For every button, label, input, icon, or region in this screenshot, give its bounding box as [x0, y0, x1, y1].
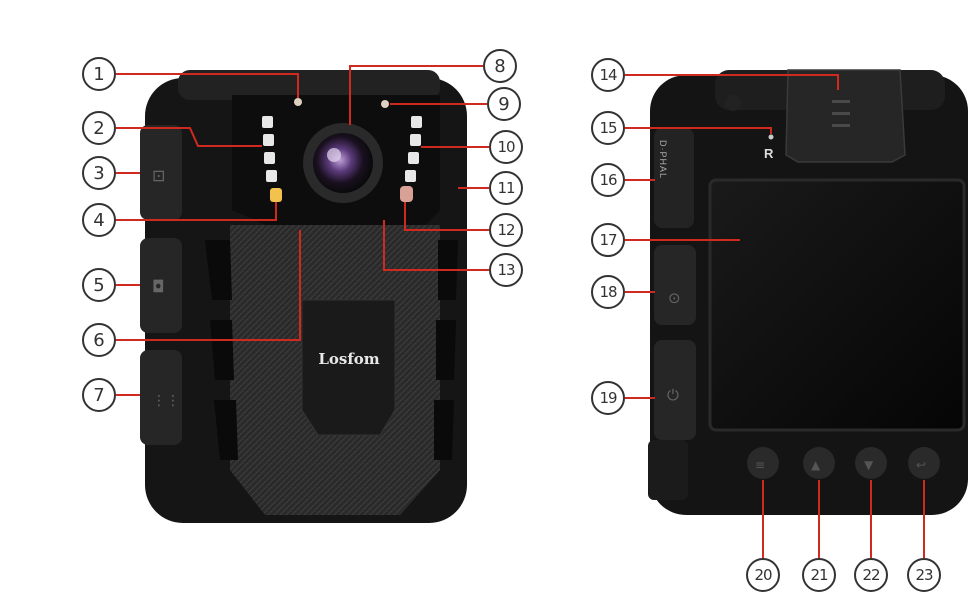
ir-led-left-1 [262, 116, 273, 128]
callout-19: 19 [591, 381, 625, 415]
up-icon: ▲ [811, 458, 821, 472]
callout-14: 14 [591, 58, 625, 92]
ir-led-left-4 [266, 170, 277, 182]
speaker [725, 95, 741, 111]
reset-label: R [764, 146, 774, 161]
ptt-icon: ⊙ [668, 289, 681, 307]
brand-logo: Losfom [318, 350, 380, 368]
back-button[interactable] [908, 447, 940, 479]
callout-16: 16 [591, 163, 625, 197]
usb-port-cover[interactable] [654, 128, 694, 228]
usb-cover-label: D·PHAL [658, 140, 668, 180]
menu-icon: ≡ [755, 458, 765, 472]
callout-21: 21 [802, 558, 836, 592]
callout-4: 4 [82, 203, 116, 237]
callout-6: 6 [82, 323, 116, 357]
ir-led-right-2 [410, 134, 421, 146]
ir-led-right-3 [408, 152, 419, 164]
mic-icon: ⋮⋮ [152, 393, 180, 409]
power-icon: ⏻ [667, 386, 679, 404]
front-side-button-7[interactable] [140, 350, 182, 445]
callout-8: 8 [483, 49, 517, 83]
callout-2: 2 [82, 111, 116, 145]
callout-15: 15 [591, 111, 625, 145]
ir-led-left-2 [263, 134, 274, 146]
callout-1: 1 [82, 57, 116, 91]
power-button[interactable] [654, 340, 696, 440]
callout-20: 20 [746, 558, 780, 592]
down-button[interactable] [855, 447, 887, 479]
reset-hole[interactable] [768, 134, 774, 140]
ptt-button[interactable] [654, 245, 696, 325]
leader-lines [116, 65, 925, 558]
callout-23: 23 [907, 558, 941, 592]
callout-5: 5 [82, 268, 116, 302]
callout-13: 13 [489, 253, 523, 287]
record-icon: ⊡ [152, 166, 165, 185]
return-icon: ↩ [916, 458, 926, 472]
front-side-button-5[interactable] [140, 238, 182, 333]
lcd-screen [708, 178, 966, 432]
ir-led-right-1 [411, 116, 422, 128]
callout-18: 18 [591, 275, 625, 309]
menu-button[interactable] [747, 447, 779, 479]
callout-11: 11 [489, 171, 523, 205]
ir-led-left-3 [264, 152, 275, 164]
callout-17: 17 [591, 223, 625, 257]
light-sensor-9 [381, 100, 389, 108]
callout-12: 12 [489, 213, 523, 247]
front-device-body [140, 70, 467, 523]
front-side-button-3[interactable] [140, 125, 182, 220]
back-device-body [648, 69, 968, 515]
up-button[interactable] [803, 447, 835, 479]
camera-icon: ◘ [152, 277, 165, 296]
camera-lens [313, 133, 373, 193]
callout-3: 3 [82, 156, 116, 190]
callout-10: 10 [489, 130, 523, 164]
ir-led-right-4 [405, 170, 416, 182]
laser-led [400, 186, 413, 202]
callout-7: 7 [82, 378, 116, 412]
white-light-led [270, 188, 282, 202]
light-sensor-1 [294, 98, 302, 106]
callout-22: 22 [854, 558, 888, 592]
callout-9: 9 [487, 87, 521, 121]
down-icon: ▼ [864, 458, 874, 472]
belt-clip [785, 69, 906, 163]
